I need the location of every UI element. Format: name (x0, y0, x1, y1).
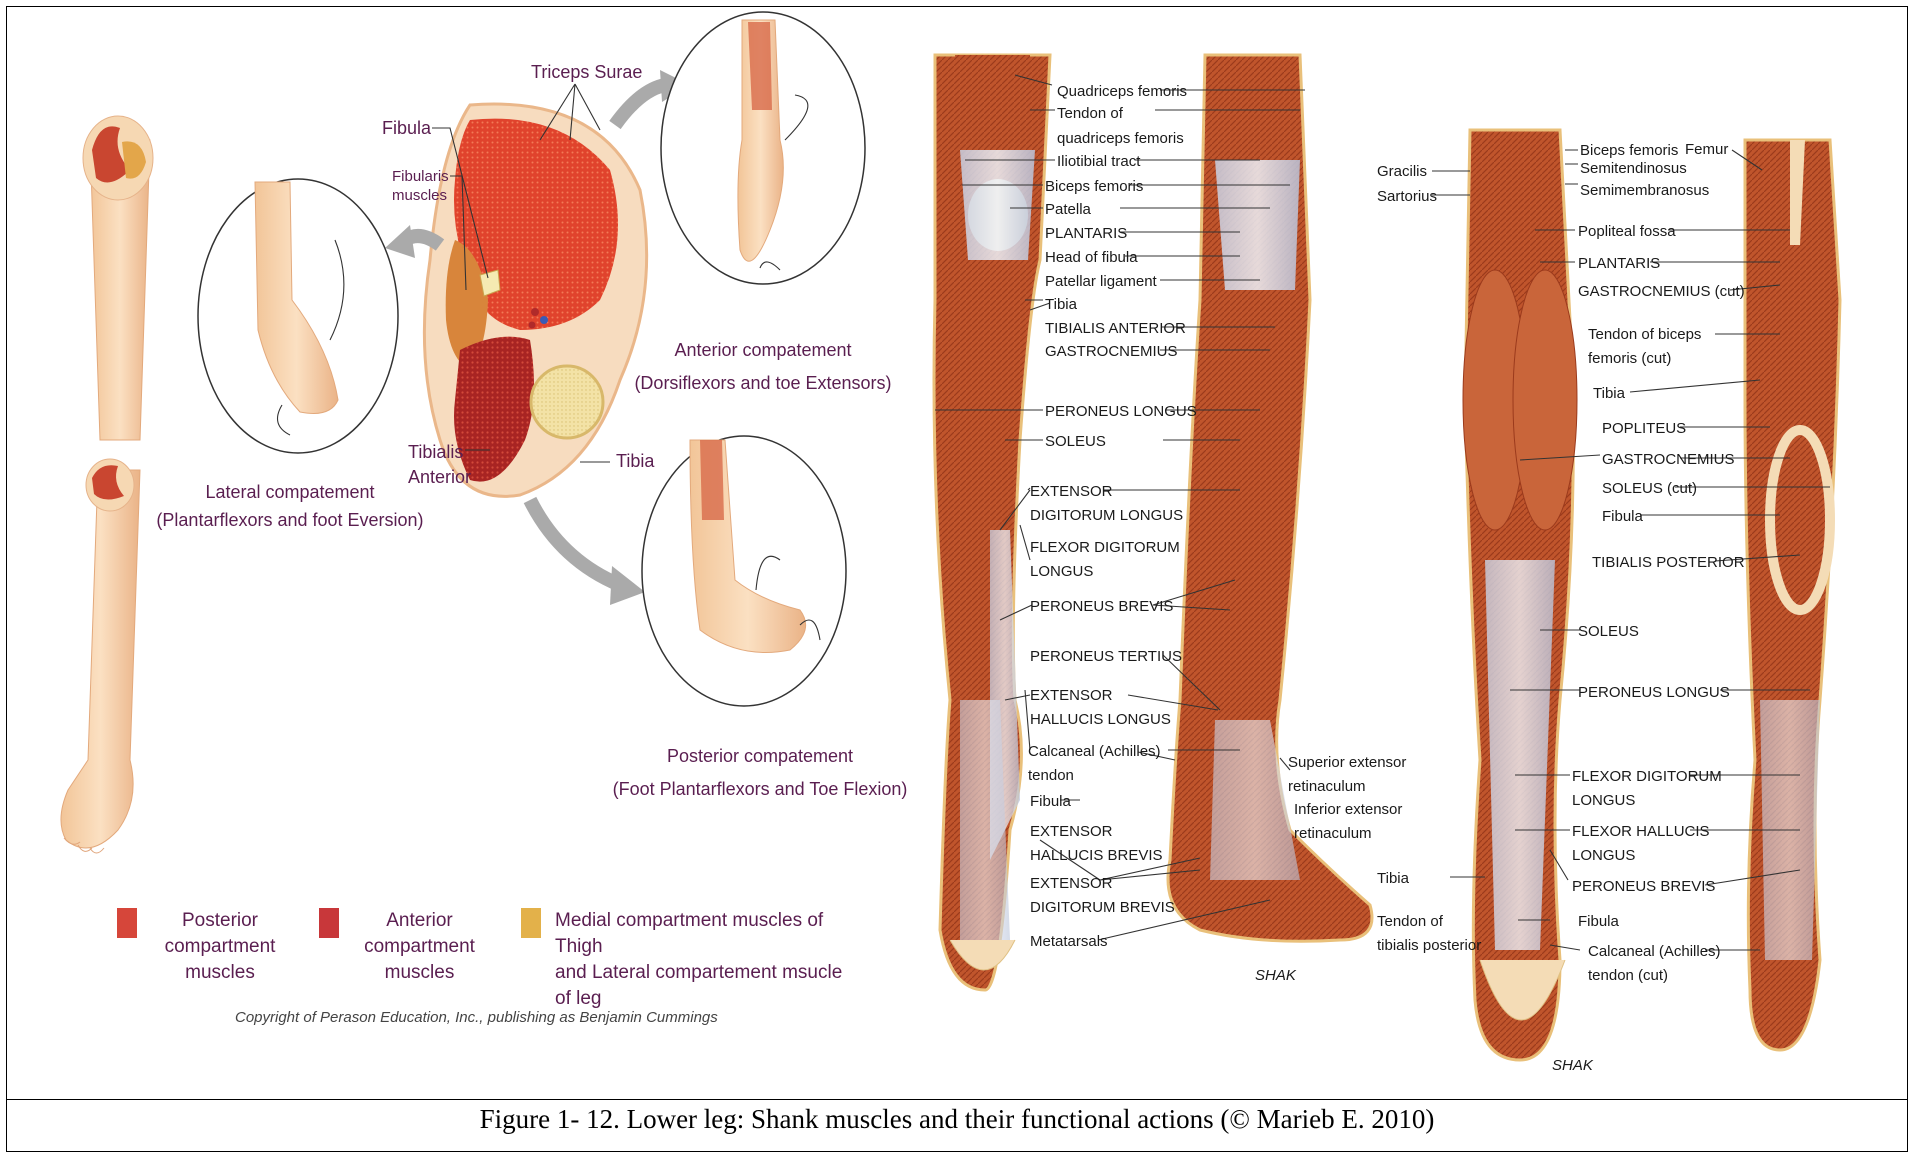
anterior-caption-1: Anterior compatement (674, 340, 851, 360)
label-fibularis-1: Fibularis (392, 168, 449, 185)
lbl-head-fibula: Head of fibula (1045, 249, 1138, 266)
lbl-digitorum-brevis: DIGITORUM BREVIS (1030, 899, 1175, 916)
lbl-peroneus-brevis: PERONEUS BREVIS (1030, 598, 1173, 615)
lbl-femoris-cut: femoris (cut) (1588, 350, 1671, 367)
lbl-digitorum-longus: DIGITORUM LONGUS (1030, 507, 1183, 524)
caption-divider (6, 1099, 1908, 1100)
lbl-femur: Femur (1685, 141, 1728, 158)
lbl-longus-1: LONGUS (1030, 563, 1093, 580)
lbl-patellar-ligament: Patellar ligament (1045, 273, 1158, 290)
lbl-tibialis-posterior: TIBIALIS POSTERIOR (1592, 554, 1745, 571)
legend-anterior-line2: muscles (347, 960, 492, 986)
anterior-compartment-circle (661, 12, 865, 284)
lbl-iliotibial: Iliotibial tract (1057, 153, 1141, 170)
lbl-hallucis-longus: HALLUCIS LONGUS (1030, 711, 1171, 728)
lbl-superior-extensor: Superior extensor (1288, 754, 1406, 771)
lbl-fibula-2: Fibula (1030, 793, 1072, 810)
posterior-compartment-circle (642, 436, 846, 706)
lbl-retinaculum-2: retinaculum (1294, 825, 1372, 842)
lateral-compartment-circle (198, 179, 398, 453)
lbl-plantaris: PLANTARIS (1045, 225, 1127, 242)
signature-posterior: SHAK (1552, 1057, 1594, 1074)
legend-posterior-line1: Posterior compartment (145, 908, 295, 960)
label-triceps-surae: Triceps Surae (531, 62, 642, 82)
lbl-tibia: Tibia (1045, 296, 1078, 313)
lbl-tibia-p1: Tibia (1593, 385, 1626, 402)
lbl-patella: Patella (1045, 201, 1092, 218)
lbl-flexor-hallucis: FLEXOR HALLUCIS (1572, 823, 1710, 840)
figure-caption: Figure 1- 12. Lower leg: Shank muscles a… (6, 1104, 1908, 1135)
lbl-biceps-femoris-p: Biceps femoris (1580, 142, 1678, 159)
lbl-extensor-4: EXTENSOR (1030, 875, 1113, 892)
lbl-hallucis-brevis: HALLUCIS BREVIS (1030, 847, 1163, 864)
legend-swatch-posterior (117, 908, 137, 938)
lbl-tibialis-anterior: TIBIALIS ANTERIOR (1045, 320, 1186, 337)
lbl-soleus-p: SOLEUS (1578, 623, 1639, 640)
lbl-quadriceps: Quadriceps femoris (1057, 83, 1187, 100)
label-tibia: Tibia (616, 451, 655, 471)
lbl-sartorius: Sartorius (1377, 188, 1437, 205)
lbl-peroneus-brevis-p: PERONEUS BREVIS (1572, 878, 1715, 895)
legend-item-anterior: Anterior compartment muscles (347, 908, 492, 986)
lbl-soleus: SOLEUS (1045, 433, 1106, 450)
lbl-calcaneal-p: Calcaneal (Achilles) (1588, 943, 1721, 960)
legend-item-posterior: Posterior compartment muscles (145, 908, 295, 986)
lbl-retinaculum-1: retinaculum (1288, 778, 1366, 795)
lbl-tendon-biceps: Tendon of biceps (1588, 326, 1701, 343)
label-tibialis-2: Anterior (408, 467, 471, 487)
lbl-fibula-p1: Fibula (1602, 508, 1644, 525)
label-tibialis-1: Tibialis (408, 442, 463, 462)
legend-medial-line2: and Lateral compartement msucle of leg (555, 960, 855, 1012)
lbl-peroneus-tertius: PERONEUS TERTIUS (1030, 648, 1182, 665)
lbl-peroneus-longus-p: PERONEUS LONGUS (1578, 684, 1730, 701)
lbl-extensor-3: EXTENSOR (1030, 823, 1113, 840)
copyright-note: Copyright of Perason Education, Inc., pu… (235, 1009, 718, 1026)
lbl-tendon: tendon (1028, 767, 1074, 784)
lbl-gastroc-cut: GASTROCNEMIUS (cut) (1578, 283, 1745, 300)
lbl-tibia-p2: Tibia (1377, 870, 1410, 887)
lbl-biceps-femoris: Biceps femoris (1045, 178, 1143, 195)
lbl-soleus-cut: SOLEUS (cut) (1602, 480, 1697, 497)
label-fibula: Fibula (382, 118, 432, 138)
lbl-calcaneal: Calcaneal (Achilles) (1028, 743, 1161, 760)
lbl-tibialis-posterior-2: tibialis posterior (1377, 937, 1481, 954)
cross-section-illustration (385, 70, 690, 605)
lbl-longus-p2: LONGUS (1572, 847, 1635, 864)
lbl-semitendinosus: Semitendinosus (1580, 160, 1687, 177)
legend-item-medial: Medial compartment muscles of Thigh and … (555, 908, 855, 1012)
lbl-extensor-2: EXTENSOR (1030, 687, 1113, 704)
legend-medial-line1: Medial compartment muscles of Thigh (555, 908, 855, 960)
lbl-tendon-of-p: Tendon of (1377, 913, 1444, 930)
anterior-caption-2: (Dorsiflexors and toe Extensors) (634, 373, 891, 393)
lbl-extensor-1: EXTENSOR (1030, 483, 1113, 500)
lbl-longus-p1: LONGUS (1572, 792, 1635, 809)
lbl-gastrocnemius: GASTROCNEMIUS (1045, 343, 1178, 360)
lbl-inferior-extensor: Inferior extensor (1294, 801, 1402, 818)
lbl-plantaris-p: PLANTARIS (1578, 255, 1660, 272)
posterior-caption-2: (Foot Plantarflexors and Toe Flexion) (613, 779, 908, 799)
legend-posterior-line2: muscles (145, 960, 295, 986)
lbl-popliteus: POPLITEUS (1602, 420, 1686, 437)
lbl-semimembranosus: Semimembranosus (1580, 182, 1709, 199)
lbl-flexor-digitorum-p: FLEXOR DIGITORUM (1572, 768, 1722, 785)
lbl-flexor-digitorum: FLEXOR DIGITORUM (1030, 539, 1180, 556)
label-fibularis-2: muscles (392, 187, 447, 204)
whole-leg-illustration (61, 116, 153, 853)
lbl-gracilis: Gracilis (1377, 163, 1427, 180)
lateral-caption-2: (Plantarflexors and foot Eversion) (156, 510, 423, 530)
lbl-gastrocnemius-p: GASTROCNEMIUS (1602, 451, 1735, 468)
lbl-tendon-cut: tendon (cut) (1588, 967, 1668, 984)
lbl-quad-tendon: quadriceps femoris (1057, 130, 1184, 147)
lbl-tendon-of: Tendon of (1057, 105, 1124, 122)
signature-anterior: SHAK (1255, 967, 1297, 984)
lbl-fibula-p2: Fibula (1578, 913, 1620, 930)
lbl-popliteal: Popliteal fossa (1578, 223, 1676, 240)
lbl-peroneus-longus: PERONEUS LONGUS (1045, 403, 1197, 420)
legend-swatch-medial (521, 908, 541, 938)
posterior-caption-1: Posterior compatement (667, 746, 853, 766)
legend-anterior-line1: Anterior compartment (347, 908, 492, 960)
legend-swatch-anterior (319, 908, 339, 938)
lateral-caption-1: Lateral compatement (205, 482, 374, 502)
lbl-metatarsals: Metatarsals (1030, 933, 1108, 950)
